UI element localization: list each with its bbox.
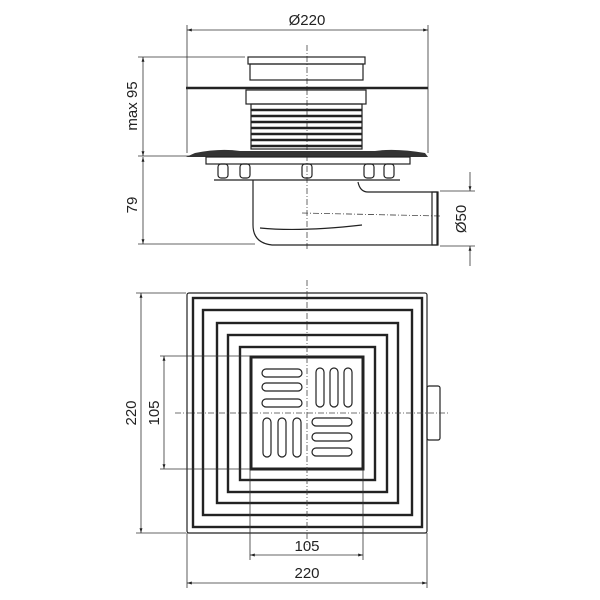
top-cap (247, 56, 366, 65)
outlet-pipe-end (431, 191, 439, 246)
outlet-centerline (301, 212, 441, 217)
frame-step-2 (201, 308, 414, 517)
grate-width-label: 105 (294, 538, 319, 555)
threaded-riser (250, 103, 363, 150)
body-bottom-edge (259, 224, 363, 231)
frame-step-4 (226, 333, 389, 494)
lower-flange (186, 149, 428, 157)
bolts (214, 163, 400, 181)
diameter-label: Ø220 (289, 12, 326, 29)
collar (245, 89, 367, 105)
outer-height-label: 220 (123, 400, 140, 425)
height-bottom-label: 79 (124, 197, 141, 214)
upper-body (249, 63, 364, 81)
frame-step-5 (238, 345, 377, 482)
outer-width-label: 220 (294, 565, 319, 582)
grate-height-label: 105 (146, 400, 163, 425)
frame-step-1 (191, 296, 424, 529)
drain-body (252, 180, 438, 246)
base-plate (205, 156, 411, 165)
grate-slots (261, 367, 353, 458)
height-top-label: max 95 (124, 81, 141, 130)
plan-view: 220 105 105 220 (123, 280, 448, 588)
side-view: Ø220 max 95 79 Ø50 (124, 12, 475, 266)
outlet-diameter-label: Ø50 (453, 205, 470, 233)
